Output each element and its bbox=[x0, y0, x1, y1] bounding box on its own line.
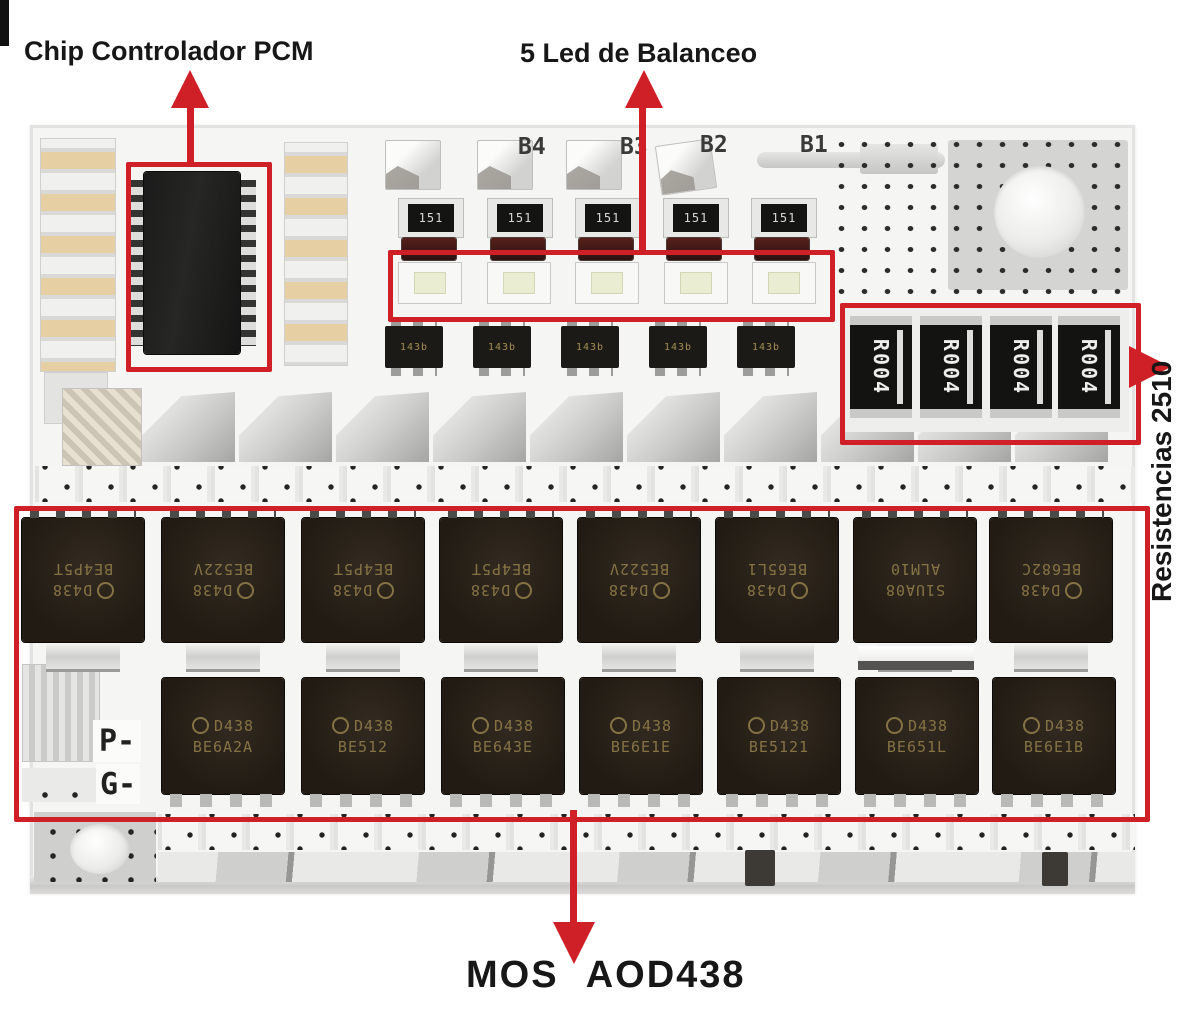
photo-artifact-mark bbox=[0, 0, 9, 46]
solder-pad bbox=[477, 140, 533, 190]
solder-joint-dark bbox=[745, 850, 775, 886]
label-resistencias-2510: Resistencias 2510 bbox=[1146, 360, 1177, 602]
smd-transistor: 143b bbox=[473, 318, 531, 376]
smd-transistor: 143b bbox=[649, 318, 707, 376]
resistor-marking: 151 bbox=[761, 204, 807, 232]
drain-tab-bright bbox=[858, 646, 974, 670]
resistor-marking: 151 bbox=[673, 204, 719, 232]
label-mos-aod438: MOS AOD438 bbox=[466, 954, 746, 996]
highlight-box-leds bbox=[388, 250, 835, 322]
terminal-pad-lower bbox=[22, 768, 108, 802]
solder-pad bbox=[385, 140, 441, 190]
shunt-resistor: R004 bbox=[990, 316, 1052, 418]
mosfet-marking-line2: BE643E bbox=[472, 737, 534, 756]
smd-resistor: 151 bbox=[487, 198, 553, 238]
arrow-down-icon bbox=[553, 922, 595, 964]
mosfet-marking-line2: BE6A2A bbox=[192, 737, 254, 756]
mosfet-marking-line1: D438 bbox=[353, 716, 395, 735]
terminal-pad-block bbox=[22, 664, 100, 762]
cell-label: B1 bbox=[800, 132, 828, 158]
led-package bbox=[398, 262, 462, 304]
label-chip-controlador-pcm: Chip Controlador PCM bbox=[24, 36, 314, 66]
terminal-label: G- bbox=[96, 764, 140, 804]
resistor-marking: 151 bbox=[497, 204, 543, 232]
mosfet-marking-line1: D438 bbox=[907, 716, 949, 735]
smd-transistor: 143b bbox=[737, 318, 795, 376]
resistor-marking: 151 bbox=[408, 204, 454, 232]
solder-trace-band bbox=[158, 852, 1135, 882]
aos-logo-icon bbox=[747, 717, 765, 734]
smd-resistor: 151 bbox=[751, 198, 817, 238]
shunt-resistor: R004 bbox=[850, 316, 912, 418]
aos-logo-icon bbox=[471, 717, 489, 734]
arrow-up-icon bbox=[625, 70, 663, 108]
aos-logo-icon bbox=[609, 717, 627, 734]
ic-pins-left bbox=[128, 180, 144, 346]
smd-transistor: 143b bbox=[385, 318, 443, 376]
terminal-label: P- bbox=[93, 720, 141, 762]
mosfet-marking-line1: D438 bbox=[493, 716, 535, 735]
arrow-stem bbox=[570, 810, 577, 924]
led-package bbox=[487, 262, 551, 304]
pad-row-top bbox=[35, 466, 1135, 502]
highlight-box-mosfets bbox=[14, 506, 1150, 822]
smd-resistor: 151 bbox=[575, 198, 641, 238]
mosfet-marking-line2: BE6E1E bbox=[610, 737, 672, 756]
arrow-stem bbox=[187, 104, 194, 164]
mosfet-marking-line2: BE512 bbox=[337, 737, 389, 756]
ic-pins-right bbox=[240, 180, 256, 346]
aos-logo-icon bbox=[191, 717, 209, 734]
led-package bbox=[575, 262, 639, 304]
pcm-controller-chip bbox=[144, 172, 240, 354]
mosfet-marking-line1: D438 bbox=[213, 716, 255, 735]
cell-label: B2 bbox=[700, 132, 728, 158]
mosfet-marking-line1: D438 bbox=[769, 716, 811, 735]
aos-logo-icon bbox=[885, 717, 903, 734]
shunt-resistor: R004 bbox=[1058, 316, 1120, 418]
highlight-box-shunt-resistors bbox=[840, 303, 1141, 445]
smd-resistor: 151 bbox=[663, 198, 729, 238]
mosfet-marking-line2: BE5121 bbox=[748, 737, 810, 756]
capacitor-column-right bbox=[284, 142, 348, 366]
mosfet-marking-line1: D438 bbox=[631, 716, 673, 735]
via-grid bbox=[830, 134, 1132, 304]
arrow-stem bbox=[639, 104, 646, 254]
mounting-hole bbox=[70, 824, 130, 874]
shunt-resistor: R004 bbox=[920, 316, 982, 418]
led-package bbox=[664, 262, 728, 304]
cell-label: B4 bbox=[518, 134, 546, 160]
label-5-led-de-balanceo: 5 Led de Balanceo bbox=[520, 38, 758, 68]
textured-pad bbox=[62, 388, 142, 466]
highlight-box-pcm-chip bbox=[126, 162, 272, 372]
capacitor-column-left bbox=[40, 138, 116, 372]
arrow-right-icon bbox=[1129, 346, 1171, 388]
led-package bbox=[752, 262, 816, 304]
solder-pad bbox=[566, 140, 622, 190]
solder-joint-dark bbox=[1042, 852, 1068, 886]
mosfet-marking-line2: BE651L bbox=[886, 737, 948, 756]
arrow-up-icon bbox=[171, 70, 209, 108]
resistor-marking: 151 bbox=[585, 204, 631, 232]
mounting-hole bbox=[994, 166, 1086, 258]
smd-resistor: 151 bbox=[398, 198, 464, 238]
mosfet-marking-line2: BE6E1B bbox=[1023, 737, 1085, 756]
aos-logo-icon bbox=[331, 717, 349, 734]
aos-logo-icon bbox=[1022, 717, 1040, 734]
mosfet-marking-line1: D438 bbox=[1044, 716, 1086, 735]
smd-transistor: 143b bbox=[561, 318, 619, 376]
